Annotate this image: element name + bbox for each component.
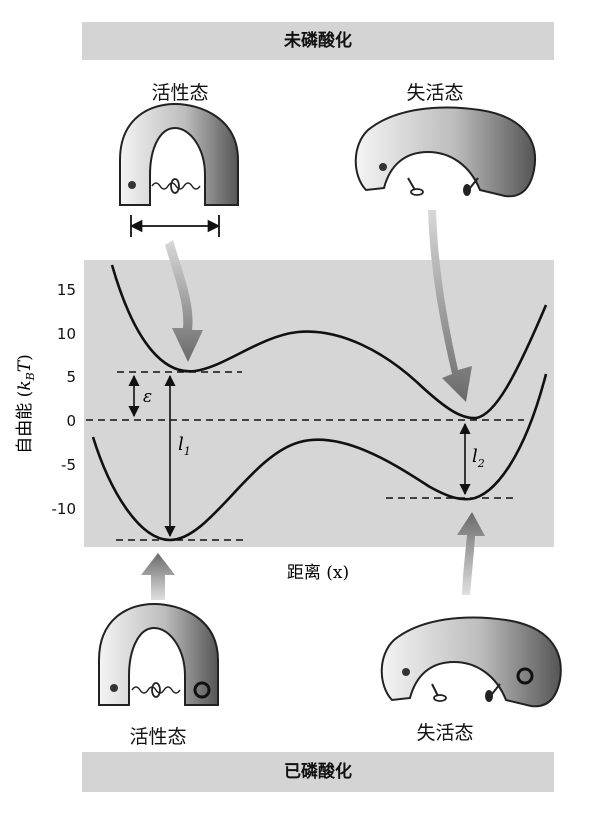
top-right-state-label: 失活态 bbox=[406, 82, 464, 104]
phosphorylated-curve bbox=[91, 373, 548, 542]
bottom-right-state-label: 失活态 bbox=[416, 722, 474, 744]
spring-icon bbox=[131, 686, 181, 694]
plot-area bbox=[84, 260, 554, 547]
phospho-site-icon bbox=[402, 668, 410, 676]
l1-label: l1 bbox=[178, 434, 191, 458]
y-axis: 15 10 5 0 -5 -10 bbox=[52, 281, 77, 518]
arrow-active-to-minimum bbox=[165, 240, 203, 362]
protein-inactive-phosphorylated bbox=[380, 616, 562, 708]
protein-active-phosphorylated bbox=[98, 602, 219, 706]
y-axis-title: 自由能 (kBT) bbox=[15, 354, 37, 453]
spring-icon bbox=[151, 182, 201, 190]
y-tick-label: 5 bbox=[66, 368, 76, 386]
phosphorylated-banner: 已磷酸化 bbox=[82, 752, 554, 792]
phospho-site-icon bbox=[379, 163, 387, 171]
l2-label: l2 bbox=[472, 446, 485, 470]
x-axis-title: 距离 (x) bbox=[287, 563, 349, 583]
protein-active-unphosphorylated bbox=[119, 102, 239, 206]
unphosphorylated-banner: 未磷酸化 bbox=[82, 22, 554, 60]
phospho-site-icon bbox=[128, 181, 136, 189]
y-tick-label: 10 bbox=[57, 325, 76, 343]
protein-inactive-unphosphorylated bbox=[354, 106, 536, 198]
phosphate-icon bbox=[193, 681, 211, 699]
top-left-state-label: 活性态 bbox=[151, 82, 209, 104]
epsilon-label: ε bbox=[143, 387, 152, 407]
phospho-site-icon bbox=[110, 684, 118, 692]
arrow-phos-inactive-up bbox=[457, 512, 485, 595]
bottom-left-state-label: 活性态 bbox=[129, 726, 187, 748]
y-tick-label: -10 bbox=[52, 500, 77, 518]
y-tick-label: 15 bbox=[57, 281, 76, 299]
phosphate-icon bbox=[516, 667, 534, 685]
unphosphorylated-curve bbox=[110, 264, 548, 420]
arrow-inactive-to-minimum bbox=[428, 210, 472, 402]
y-tick-label: -5 bbox=[61, 456, 76, 474]
arrow-phos-active-up bbox=[141, 553, 175, 600]
y-tick-label: 0 bbox=[66, 412, 76, 430]
